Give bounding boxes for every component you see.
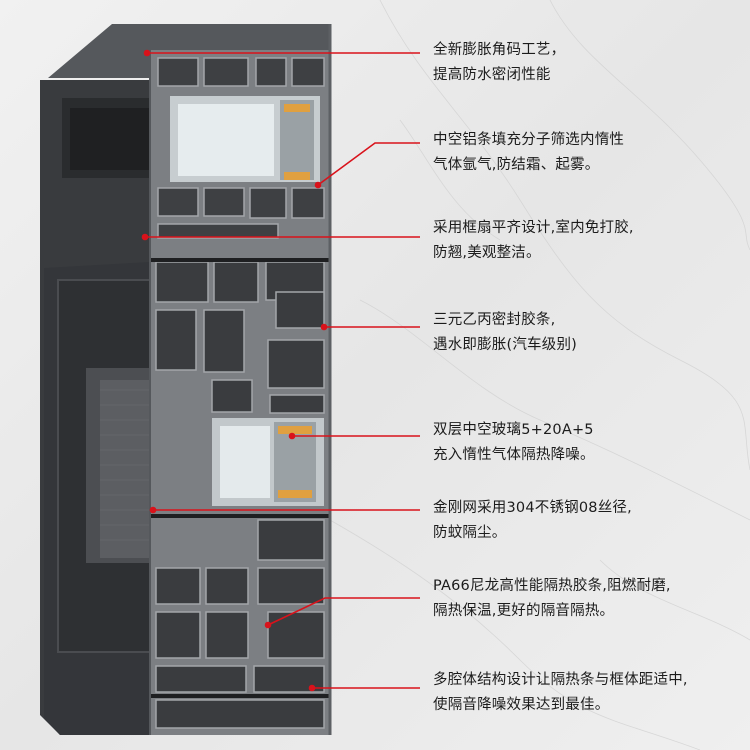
callout-line: 提高防水密闭性能	[433, 67, 551, 83]
callout-line: 遇水即膨胀(汽车级别)	[433, 337, 578, 353]
callout-insect-mesh: 金刚网采用304不锈钢08丝径, 防蚊隔尘。	[433, 496, 632, 546]
callout-pa66-strip: PA66尼龙高性能隔热胶条,阻燃耐磨, 隔热保温,更好的隔音隔热。	[433, 574, 671, 624]
callout-line: 多腔体结构设计让隔热条与框体距适中,	[433, 672, 688, 688]
callout-line: 中空铝条填充分子筛选内惰性	[433, 132, 625, 148]
callout-spacer-argon: 中空铝条填充分子筛选内惰性 气体氩气,防结霜、起雾。	[433, 128, 624, 178]
callout-flush-design: 采用框扇平齐设计,室内免打胶, 防翘,美观整洁。	[433, 216, 634, 266]
callout-line: 金刚网采用304不锈钢08丝径,	[433, 500, 632, 516]
callout-line: 三元乙丙密封胶条,	[433, 312, 556, 328]
callout-line: 采用框扇平齐设计,室内免打胶,	[433, 220, 634, 236]
callout-multi-cavity: 多腔体结构设计让隔热条与框体距适中, 使隔音降噪效果达到最佳。	[433, 668, 688, 718]
frame-top-face	[48, 24, 330, 78]
callout-line: 充入惰性气体隔热降噪。	[433, 447, 595, 463]
callout-line: 使隔音降噪效果达到最佳。	[433, 697, 610, 713]
callout-line: 双层中空玻璃5+20A+5	[433, 422, 594, 438]
callout-line: 全新膨胀角码工艺，	[433, 42, 566, 58]
callout-epdm-seal: 三元乙丙密封胶条, 遇水即膨胀(汽车级别)	[433, 308, 577, 358]
callout-corner-joint: 全新膨胀角码工艺， 提高防水密闭性能	[433, 38, 565, 88]
callout-double-glazing: 双层中空玻璃5+20A+5 充入惰性气体隔热降噪。	[433, 418, 595, 468]
callout-line: 气体氩气,防结霜、起雾。	[433, 157, 600, 173]
leader-line-7	[267, 597, 420, 626]
callout-line: 防蚊隔尘。	[433, 525, 507, 541]
callout-line: 隔热保温,更好的隔音隔热。	[433, 603, 615, 619]
callout-line: PA66尼龙高性能隔热胶条,阻燃耐磨,	[433, 578, 671, 594]
leader-line-2	[317, 142, 420, 186]
callout-line: 防翘,美观整洁。	[433, 245, 541, 261]
